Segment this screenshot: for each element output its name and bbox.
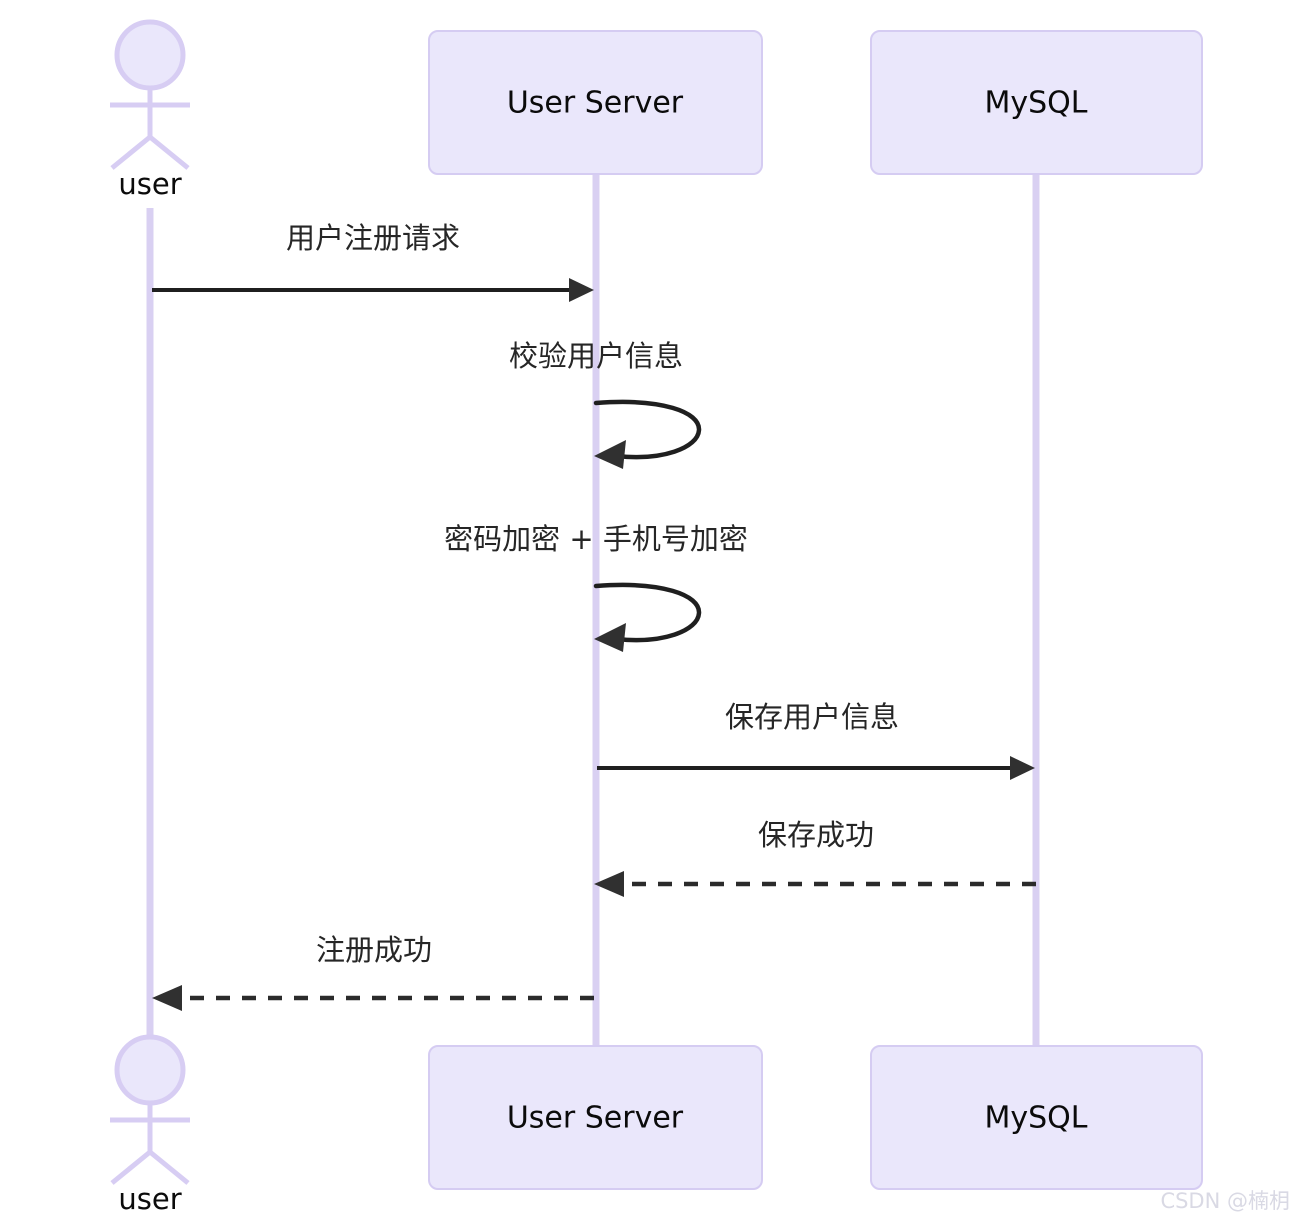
message-label-5: 保存成功 [758,818,874,852]
message-label-4: 保存用户信息 [725,700,899,734]
participant-mysql-bottom[interactable]: MySQL [870,1045,1203,1190]
message-loop-path-2 [593,399,702,460]
participant-box-user-server-bottom [428,1045,763,1190]
participant-box-mysql-bottom [870,1045,1203,1190]
message-4-save-user-info[interactable]: 保存用户信息 [597,700,1035,780]
participant-user-server-top[interactable]: User Server [428,30,763,175]
actor-head-icon [114,19,186,91]
participant-label-mysql-bottom: MySQL [984,1101,1087,1136]
actor-leg-right-bottom-icon [148,1150,190,1185]
message-5-save-success[interactable]: 保存成功 [594,818,1036,897]
participant-label-mysql-top: MySQL [984,86,1087,121]
message-label-2: 校验用户信息 [509,339,683,373]
participant-user-top[interactable]: user [110,19,190,201]
participant-mysql-top[interactable]: MySQL [870,30,1203,175]
actor-leg-right-icon [148,135,190,170]
participant-box-mysql-top [870,30,1203,175]
arrow-head-2 [594,440,626,469]
actor-head-bottom-icon [114,1034,186,1106]
participant-label-user-server-top: User Server [507,86,684,121]
lifelines-group [146,174,1040,1046]
arrow-head-3 [594,623,626,652]
participant-box-user-server-top [428,30,763,175]
participant-label-user-bottom: user [118,1182,181,1216]
arrow-head-6 [152,985,182,1011]
message-label-3: 密码加密 + 手机号加密 [444,522,748,556]
message-label-1: 用户注册请求 [286,221,460,255]
participant-label-user-top: user [118,167,181,201]
message-label-6: 注册成功 [316,933,432,967]
participant-user-server-bottom[interactable]: User Server [428,1045,763,1190]
message-6-registration-success[interactable]: 注册成功 [152,933,594,1011]
arrow-head-1 [569,278,594,302]
actor-leg-left-icon [110,135,152,170]
participant-label-user-server-bottom: User Server [507,1101,684,1136]
message-1-user-registration-request[interactable]: 用户注册请求 [152,221,594,302]
csdn-watermark: CSDN @楠枂 [1160,1189,1290,1213]
arrow-head-4 [1010,756,1035,780]
participant-user-bottom[interactable]: user [110,1034,190,1216]
arrow-head-5 [594,871,624,897]
actor-leg-left-bottom-icon [110,1150,152,1185]
message-3-encrypt-password-and-phone[interactable]: 密码加密 + 手机号加密 [444,522,748,652]
message-loop-path-3 [593,582,702,643]
message-2-validate-user-info[interactable]: 校验用户信息 [509,339,702,469]
